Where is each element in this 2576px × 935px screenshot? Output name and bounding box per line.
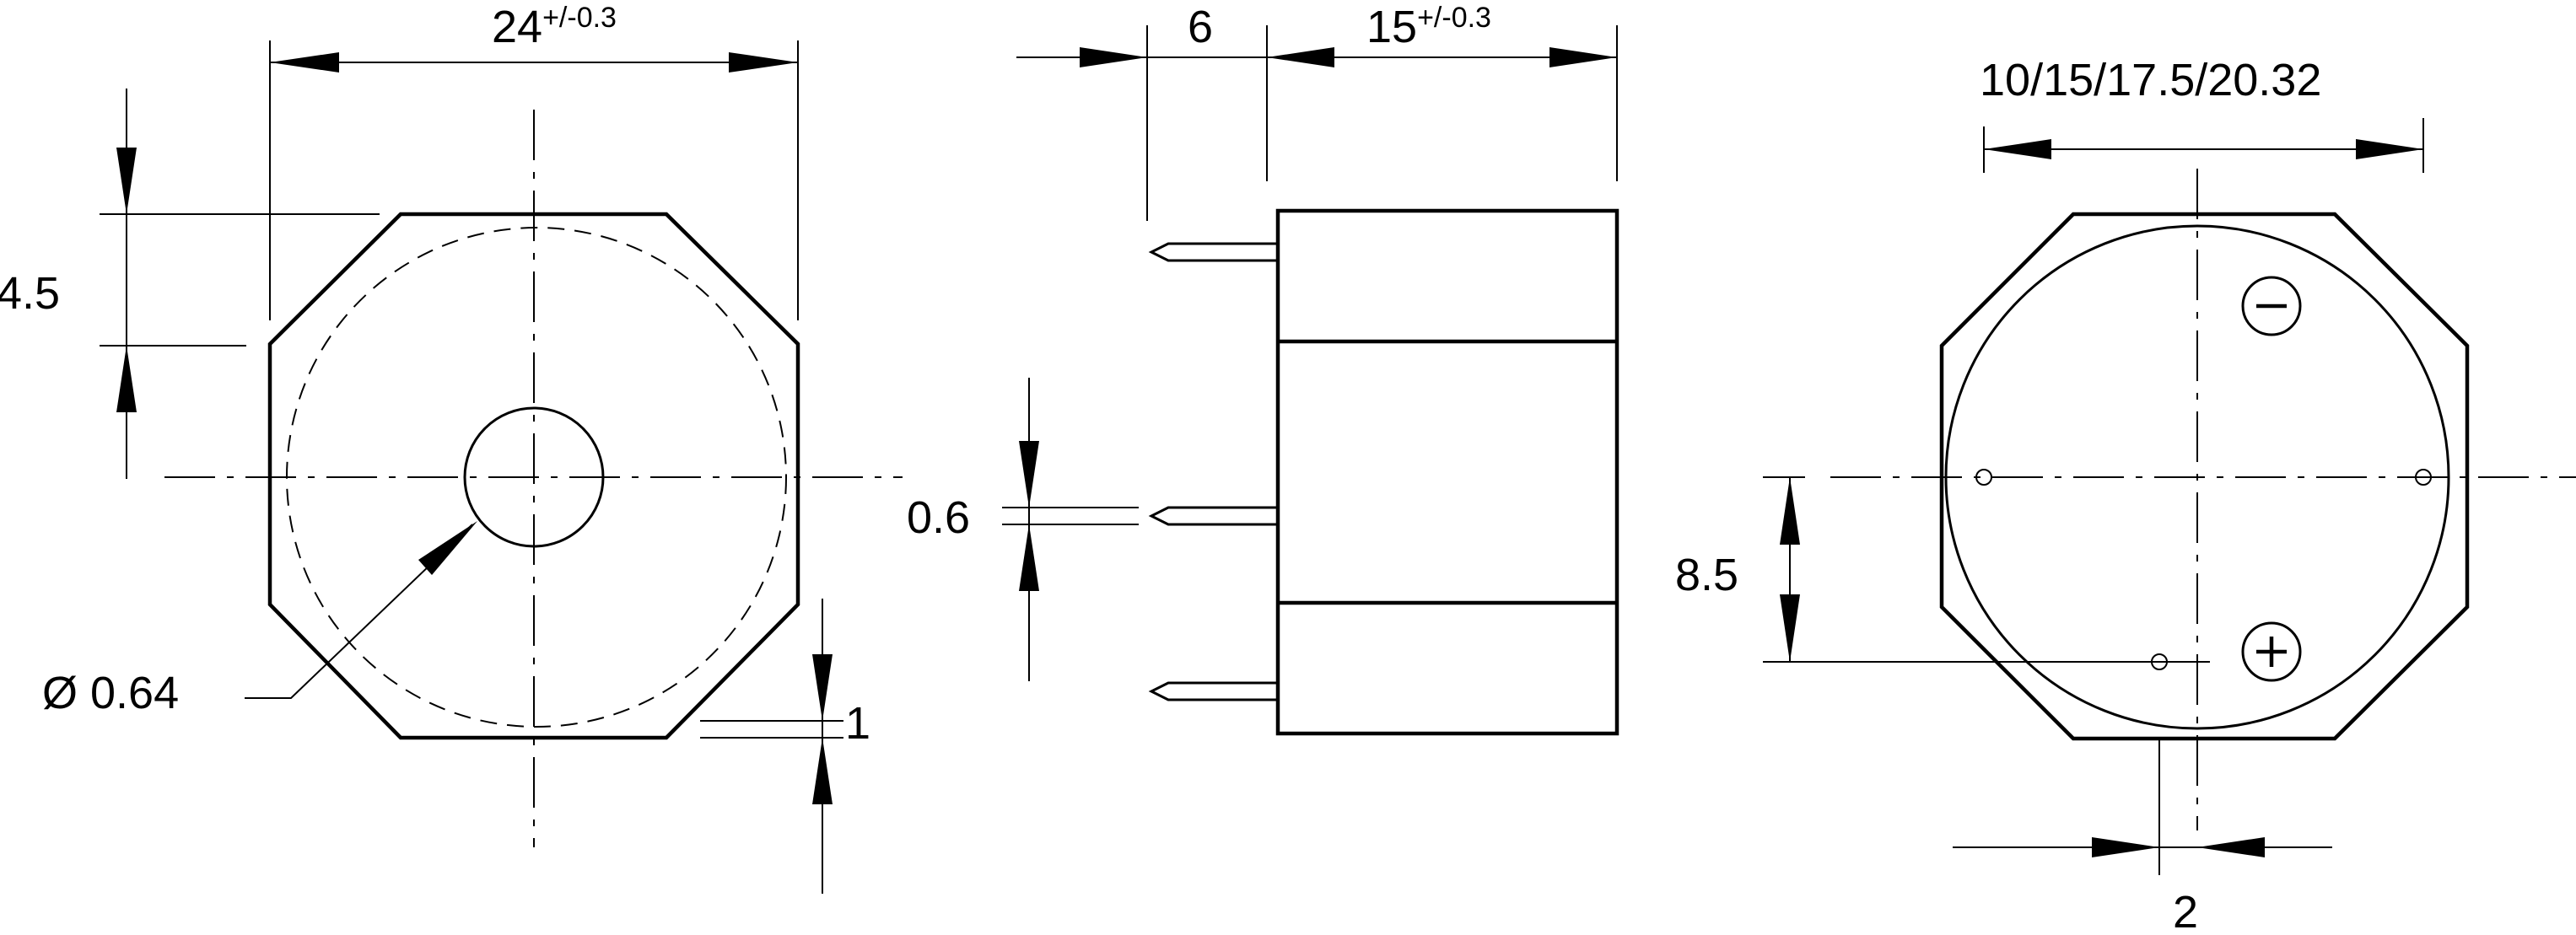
hole-diameter-label: Ø 0.64 [42,668,179,718]
pin-spacing-label: 10/15/17.5/20.32 [1980,55,2321,105]
arrowhead [1267,47,1334,67]
body-rectangle [1275,208,1619,736]
dimension-width-label: 24+/-0.3 [492,2,617,52]
dimension-height-label: 15+/-0.3 [1366,2,1491,52]
dimension-vertical-offset-label: 8.5 [1675,550,1738,600]
dimension-horizontal-offset-label: 2 [2173,887,2198,935]
dimension-flat-label: 4.5 [0,268,60,319]
polarity-negative-marker [2241,276,2302,336]
dimension-pin-length-label: 6 [1188,2,1213,52]
arrowhead [1984,139,2051,159]
arrowhead [270,52,339,73]
arrowhead [1549,47,1617,67]
dimension-height-value: 15 [1366,2,1417,52]
arrowhead [812,654,833,721]
arrowhead [812,738,833,804]
dimension-gap-label: 1 [845,698,870,749]
arrowhead [1780,477,1800,545]
arrowhead [1019,524,1039,591]
dimension-width-value: 24 [492,2,542,52]
polarity-positive-marker [2241,621,2302,682]
arrowhead [116,148,137,214]
arrowhead [2092,837,2159,857]
top-view: 24+/-0.3 4.5 Ø 0.64 1 [0,2,903,894]
arrowhead [418,521,477,575]
polarity-negative-ring [2241,276,2302,336]
arrowhead [1019,441,1039,508]
pin-hole-right [2415,469,2432,486]
arrowhead [2356,139,2423,159]
dimension-pin-diameter-label: 0.6 [907,492,970,543]
polarity-positive-ring [2241,621,2302,682]
dimension-width-tolerance: +/-0.3 [542,2,617,34]
pin-top [1148,242,1280,262]
dimension-height-tolerance: +/-0.3 [1417,2,1491,34]
arrowhead [729,52,798,73]
pin-bottom [1148,681,1280,701]
arrowhead [2197,837,2265,857]
octagon-body-outline [267,212,800,740]
bottom-view: 10/15/17.5/20.32 8.5 2 [1675,55,2576,935]
pin-hole-left [1975,469,1992,486]
side-view: 6 15+/-0.3 0.6 [907,2,1619,736]
octagon-base-outline [1939,212,2470,741]
pin-middle [1148,506,1280,526]
arrowhead [1080,47,1147,67]
arrowhead [1780,594,1800,662]
arrowhead [116,346,137,412]
leader-line [245,524,473,699]
